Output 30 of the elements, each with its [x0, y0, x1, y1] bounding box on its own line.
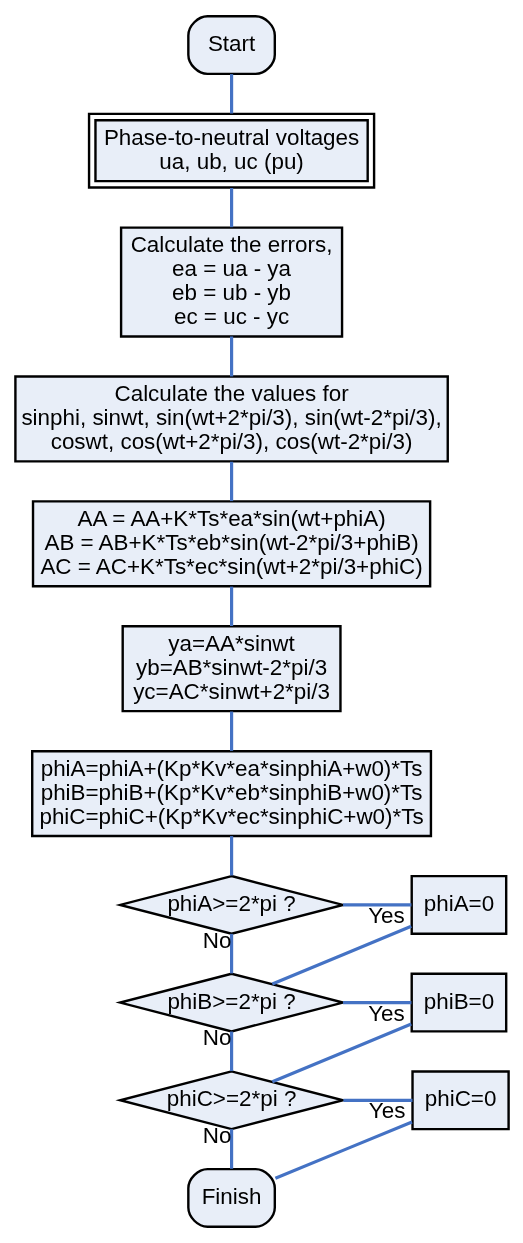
connector [229, 836, 233, 876]
connector [229, 711, 233, 751]
connector [342, 1098, 412, 1102]
connector [271, 924, 412, 986]
node-box: ya=AA*sinwt yb=AB*sinwt-2*pi/3 yc=AC*sinwt+2*pi/3 [121, 625, 342, 713]
node-box: phiC=0 [410, 1070, 510, 1131]
node-box: Phase-to-neutral voltages ua, ub, uc (pu) [87, 112, 375, 189]
connector [229, 586, 233, 626]
edge-label: Yes [367, 902, 405, 928]
edge-label: Yes [367, 1000, 405, 1026]
node-box: AA = AA+K*Ts*ea*sin(wt+phiA) AB = AB+K*Ts*eb*sin(wt-2*pi/3+phiB) AC = AC+K*Ts*ec*sin(wt+2*pi/3+phiC) [31, 500, 431, 588]
connector [229, 461, 233, 502]
connector [229, 933, 233, 974]
node-box: phiA=phiA+(Kp*Kv*ea*sinphiA+w0)*Ts phiB=phiB+(Kp*Kv*eb*sinphiB+w0)*Ts phiC=phiC+(Kp*Kv*ec*sinphiC+w0)*Ts [30, 750, 432, 838]
edge-label: Yes [368, 1098, 405, 1124]
connector [229, 74, 233, 114]
node-box: Calculate the values for sinphi, sinwt, sin(wt+2*pi/3), sin(wt-2*pi/3), coswt, cos(wt+2*pi/3), cos(wt-2*pi/3) [13, 375, 449, 463]
connector [271, 1022, 412, 1084]
connector [342, 903, 411, 907]
node-box: Start [186, 15, 276, 76]
node-box: phiA=0 [410, 874, 507, 935]
connector [274, 1120, 413, 1180]
connector [229, 1031, 233, 1072]
connector [229, 1129, 233, 1169]
node-box: Finish [186, 1167, 276, 1228]
node-box: phiB=0 [410, 972, 507, 1033]
connector [229, 336, 233, 377]
connector [342, 1001, 411, 1005]
node-box: Calculate the errors, ea = ua - ya eb = ub - yb ec = uc - yc [119, 226, 343, 338]
connector [229, 188, 233, 228]
